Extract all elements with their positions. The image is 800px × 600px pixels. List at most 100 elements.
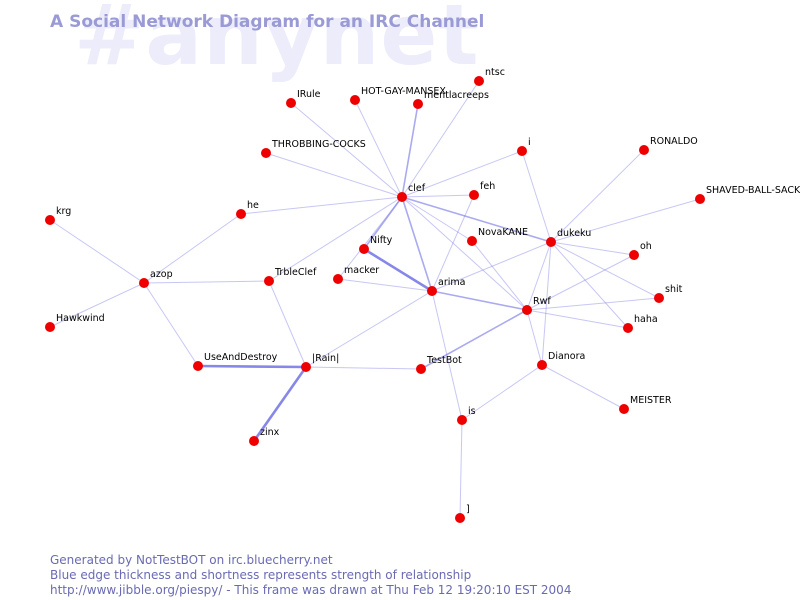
- node-label: RONALDO: [650, 136, 698, 147]
- node-marker: [537, 360, 547, 370]
- edge-clef-IRule: [290, 102, 403, 198]
- node-label: azop: [150, 269, 173, 280]
- node-SHAVED-BALL-SACK: SHAVED-BALL-SACK: [695, 185, 800, 204]
- node-arima: arima: [427, 277, 465, 296]
- node-label: ntsc: [485, 67, 505, 78]
- node-marker: [629, 250, 639, 260]
- node-shit: shit: [654, 284, 683, 303]
- node-marker: [264, 276, 274, 286]
- edge-TrbleClef-lRainl: [268, 280, 307, 368]
- node-marker: [639, 145, 649, 155]
- node-marker: [286, 98, 296, 108]
- channel-watermark: #anynet: [74, 0, 480, 84]
- node-marker: [469, 190, 479, 200]
- node-clef: clef: [397, 183, 426, 202]
- edge-Dianora-is: [461, 364, 543, 421]
- edge-clef-feh: [401, 194, 475, 198]
- node-oh: oh: [629, 241, 652, 260]
- edge-azop-UseAndDestroy: [143, 282, 199, 367]
- node-marker: [45, 322, 55, 332]
- node-he: he: [236, 200, 259, 219]
- node-marker: [236, 209, 246, 219]
- edge-clef-Nifty: [363, 196, 403, 250]
- node-TrbleClef: TrbleClef: [264, 267, 317, 286]
- node-marker: [261, 148, 271, 158]
- node-dukeku: dukeku: [546, 228, 591, 247]
- node-marker: [416, 364, 426, 374]
- node-NovaKANE: NovaKANE: [467, 227, 528, 246]
- edge-clef-he: [240, 196, 403, 215]
- node-HOT-GAY-MANSEX: HOT-GAY-MANSEX: [350, 86, 446, 105]
- edge-Hawkwind-azop: [49, 282, 145, 328]
- node-label: he: [247, 200, 259, 211]
- node-Nifty: Nifty: [359, 235, 393, 254]
- node-label: NovaKANE: [478, 227, 528, 238]
- edge-Rwf-TestBot: [420, 309, 528, 370]
- node-marker: [517, 146, 527, 156]
- edge-Rwf-Dianora: [526, 309, 543, 366]
- node-label: Dianora: [548, 351, 585, 362]
- node-Hawkwind: Hawkwind: [45, 313, 105, 332]
- node-marker: [359, 244, 369, 254]
- node-marker: [139, 278, 149, 288]
- edge-dukeku-Rwf: [526, 241, 552, 311]
- edge-clef-mentlacreeps: [401, 103, 419, 198]
- edge-Rwf-shit: [526, 297, 660, 311]
- edge-azop-TrbleClef: [143, 280, 270, 284]
- edge-clef-HOT-GAY-MANSEX: [354, 99, 403, 198]
- node-label: clef: [408, 183, 426, 194]
- node-marker: [397, 192, 407, 202]
- node-label: TestBot: [426, 355, 462, 366]
- edge-clef-NovaKANE: [401, 196, 473, 242]
- node-label: UseAndDestroy: [204, 352, 278, 363]
- node-marker: [467, 236, 477, 246]
- node-IRule: IRule: [286, 89, 321, 108]
- node-marker: [654, 293, 664, 303]
- node-lRainl: |Rain|: [301, 353, 339, 372]
- node-label: Hawkwind: [56, 313, 105, 324]
- edge-Rwf-haha: [526, 309, 629, 329]
- node-label: Rwf: [533, 296, 551, 307]
- edge-lRainl-arima: [305, 290, 433, 368]
- node-marker: [45, 215, 55, 225]
- node-label: macker: [344, 265, 379, 276]
- node-marker: [457, 415, 467, 425]
- node-TestBot: TestBot: [416, 355, 462, 374]
- edge-clef-macker: [337, 196, 403, 280]
- edge-is-bracket: [459, 419, 463, 519]
- edge-clef-i: [401, 150, 523, 198]
- edge-Rwf-oh: [526, 254, 635, 311]
- node-marker: [350, 95, 360, 105]
- node-label: HOT-GAY-MANSEX: [361, 86, 446, 97]
- footer-generated-by: Generated by NotTestBOT on irc.bluecherr…: [50, 553, 333, 567]
- edge-clef-dukeku: [401, 196, 552, 243]
- node-macker: macker: [333, 265, 379, 284]
- node-label: krg: [56, 206, 71, 217]
- node-RONALDO: RONALDO: [639, 136, 698, 155]
- node-marker: [413, 99, 423, 109]
- node-marker: [623, 323, 633, 333]
- edge-arima-Rwf: [431, 290, 528, 311]
- node-marker: [249, 436, 259, 446]
- edge-Nifty-arima: [363, 247, 433, 293]
- node-label: feh: [480, 181, 495, 192]
- edge-clef-Rwf: [401, 196, 528, 311]
- edge-layer: [49, 80, 701, 519]
- node-label: Nifty: [370, 235, 393, 246]
- edge-lRainl-zinx: [252, 366, 308, 442]
- edge-macker-arima: [337, 278, 433, 292]
- node-THROBBING-COCKS: THROBBING-COCKS: [261, 139, 366, 158]
- node-i: i: [517, 137, 531, 156]
- edge-dukeku-shit: [550, 241, 660, 299]
- node-marker: [474, 76, 484, 86]
- node-marker: [695, 194, 705, 204]
- node-MEISTER: MEISTER: [619, 395, 672, 414]
- node-marker: [427, 286, 437, 296]
- node-label: IRule: [297, 89, 321, 100]
- node-marker: [193, 361, 203, 371]
- node-label: zinx: [260, 427, 280, 438]
- node-krg: krg: [45, 206, 71, 225]
- edge-clef-arima: [401, 196, 433, 292]
